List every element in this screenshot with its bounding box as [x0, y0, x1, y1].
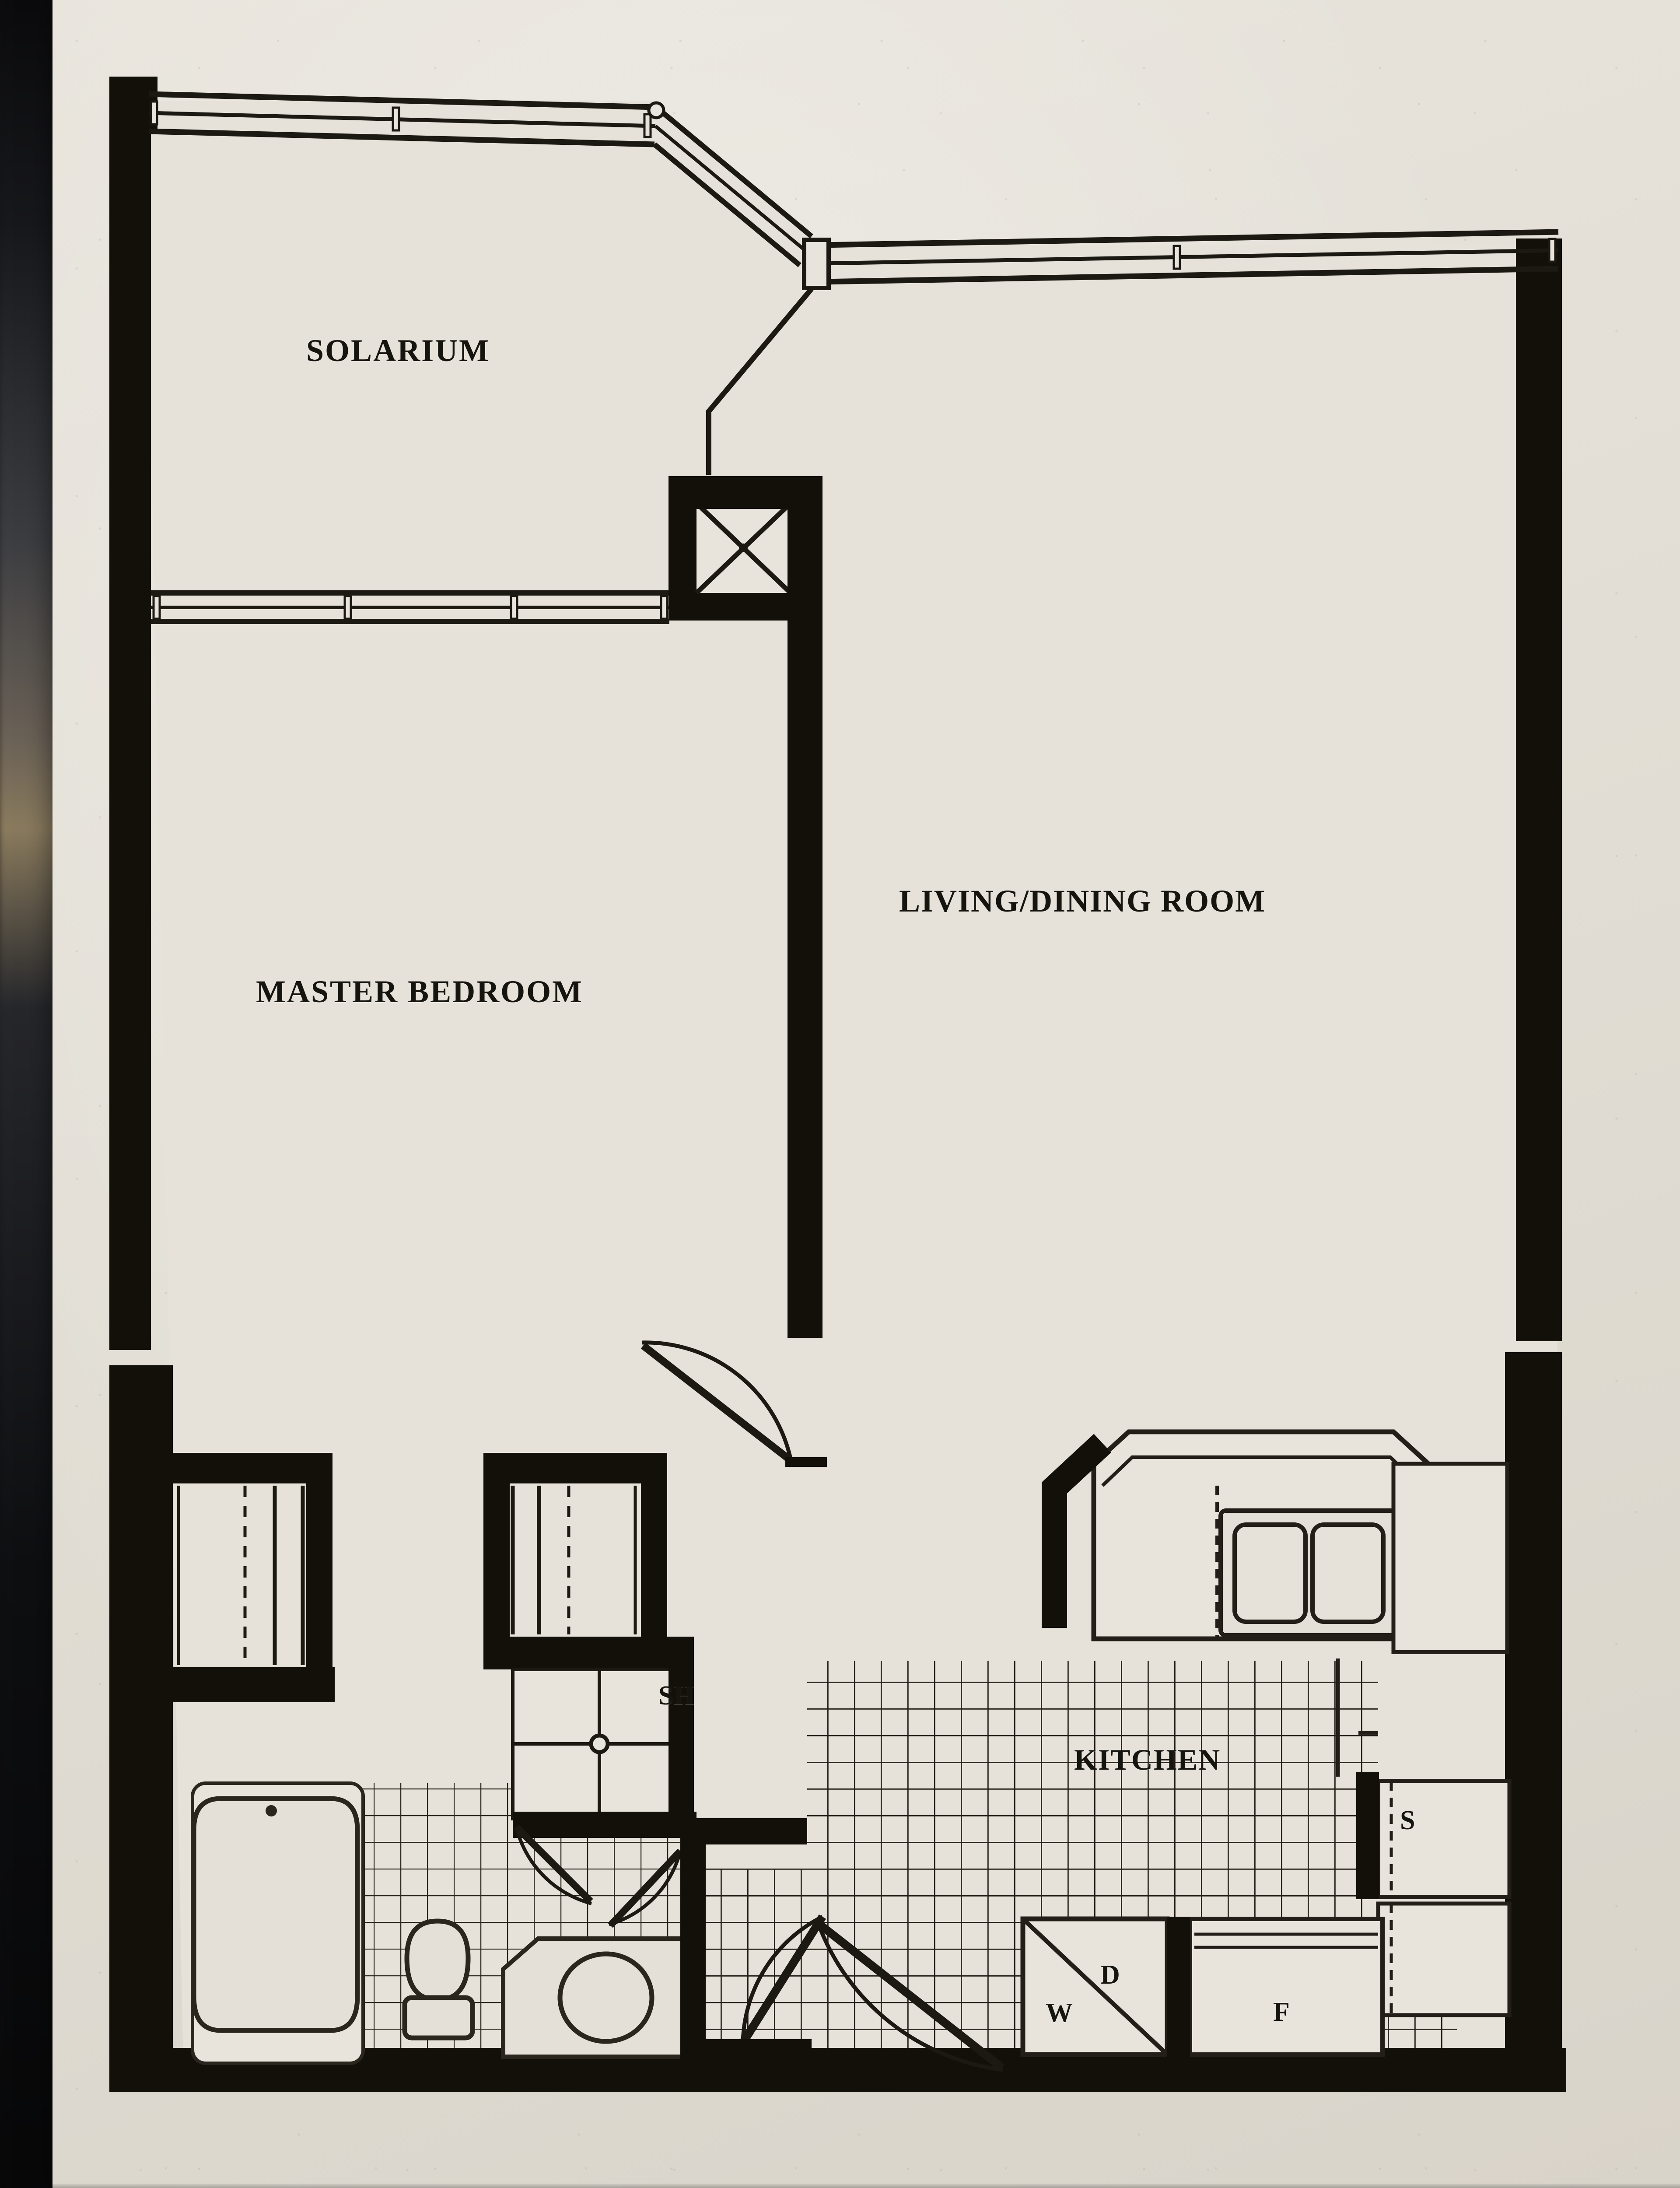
fixture-label-storage: S: [1400, 1806, 1415, 1835]
room-label-living-dining-room: LIVING/DINING ROOM: [899, 884, 1266, 919]
room-label-solarium: SOLARIUM: [306, 333, 490, 368]
room-label-master-bedroom: MASTER BEDROOM: [256, 974, 584, 1009]
fixture-label-shower: SH: [658, 1681, 695, 1711]
fixture-label-washer: W: [1046, 1998, 1073, 2028]
sheet-bottom-shadow: [52, 2184, 1680, 2188]
room-label-kitchen: KITCHEN: [1074, 1743, 1221, 1776]
fixture-label-dryer: D: [1100, 1960, 1120, 1990]
fixture-label-fridge: F: [1273, 1997, 1290, 2027]
